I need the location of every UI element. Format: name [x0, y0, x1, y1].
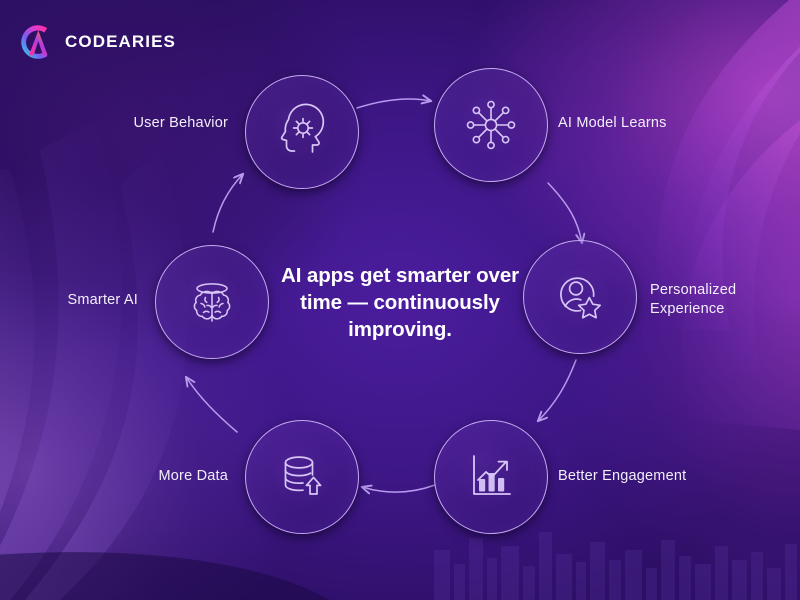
network-nodes-icon — [466, 100, 516, 150]
database-up-arrow-icon — [284, 456, 322, 495]
arrow-personalized-to-engagement — [538, 359, 577, 421]
arrow-more-data-to-smarter-ai — [186, 377, 238, 433]
cycle-label-ai-model-learns: AI Model Learns — [558, 115, 667, 131]
codearies-circle-a-logo-icon — [21, 25, 48, 59]
center-message-line-1: AI apps get smarter over — [281, 264, 519, 287]
arrow-smarter-ai-to-user-behavior — [212, 174, 243, 233]
arrow-ai-model-to-personalized — [547, 182, 582, 243]
cycle-label-more-data: More Data — [158, 468, 228, 484]
cycle-node-user-behavior[interactable] — [245, 75, 359, 189]
bar-chart-arrow-icon — [473, 455, 511, 495]
arrow-user-behavior-to-ai-model — [356, 99, 431, 109]
cycle-node-better-engagement[interactable] — [434, 420, 548, 534]
brain-icon — [193, 283, 231, 322]
cycle-node-smarter-ai[interactable] — [155, 245, 269, 359]
cycle-label-user-behavior: User Behavior — [133, 115, 228, 131]
head-gear-icon — [280, 103, 325, 153]
city-skyline-decoration — [434, 532, 797, 600]
cycle-label-personalized-experience: Personalized Experience — [650, 282, 737, 317]
cycle-node-personalized-experience[interactable] — [523, 240, 637, 354]
cycle-label-smarter-ai: Smarter AI — [67, 292, 138, 308]
center-message: AI apps get smarter over time — continuo… — [253, 262, 547, 343]
brand-name: CODEARIES — [65, 32, 176, 51]
center-message-line-3: improving. — [348, 318, 452, 341]
center-message-line-2: time — continuously — [300, 291, 500, 314]
arrow-engagement-to-more-data — [362, 484, 436, 492]
brand-logo[interactable]: CODEARIES — [18, 22, 176, 62]
cycle-node-ai-model-learns[interactable] — [434, 68, 548, 182]
cycle-label-better-engagement: Better Engagement — [558, 468, 687, 484]
user-star-icon — [560, 277, 602, 319]
cycle-node-more-data[interactable] — [245, 420, 359, 534]
